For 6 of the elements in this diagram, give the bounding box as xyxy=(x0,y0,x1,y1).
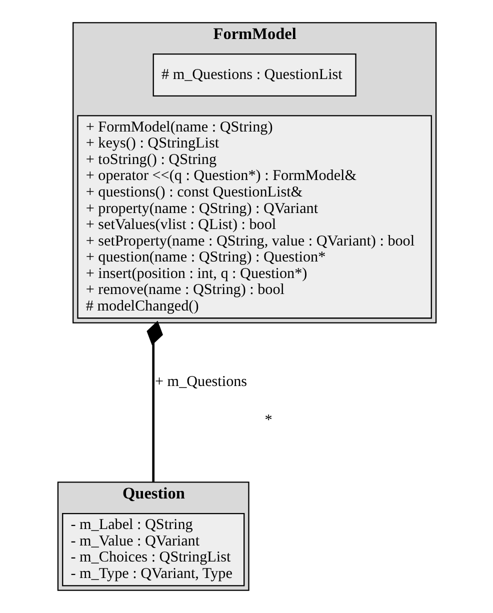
edge-label: + m_Questions xyxy=(154,374,247,390)
label: * xyxy=(264,412,272,428)
node-box: - m_Label : QString - m_Value : QVariant - m_Choices : QStringList - m_Type : QVariant, Type xyxy=(62,512,244,586)
node-box: # m_Questions : QuestionList xyxy=(152,53,356,97)
node-box: + FormModel(name : QString) + keys() : QStringList + toString() : QString + operator <<(q : Question*) : FormModel& + questions() : const QuestionList& + property(name : QString) : QVariant + setValues(vlist : QList) : bool + setProperty(name : QString, value : QVariant) : bool + question(name : QString) : Question* + insert(position : int, q : Question*) + remove(name : QString) : bool # modelChanged() xyxy=(76,115,432,319)
connector xyxy=(146,320,162,482)
